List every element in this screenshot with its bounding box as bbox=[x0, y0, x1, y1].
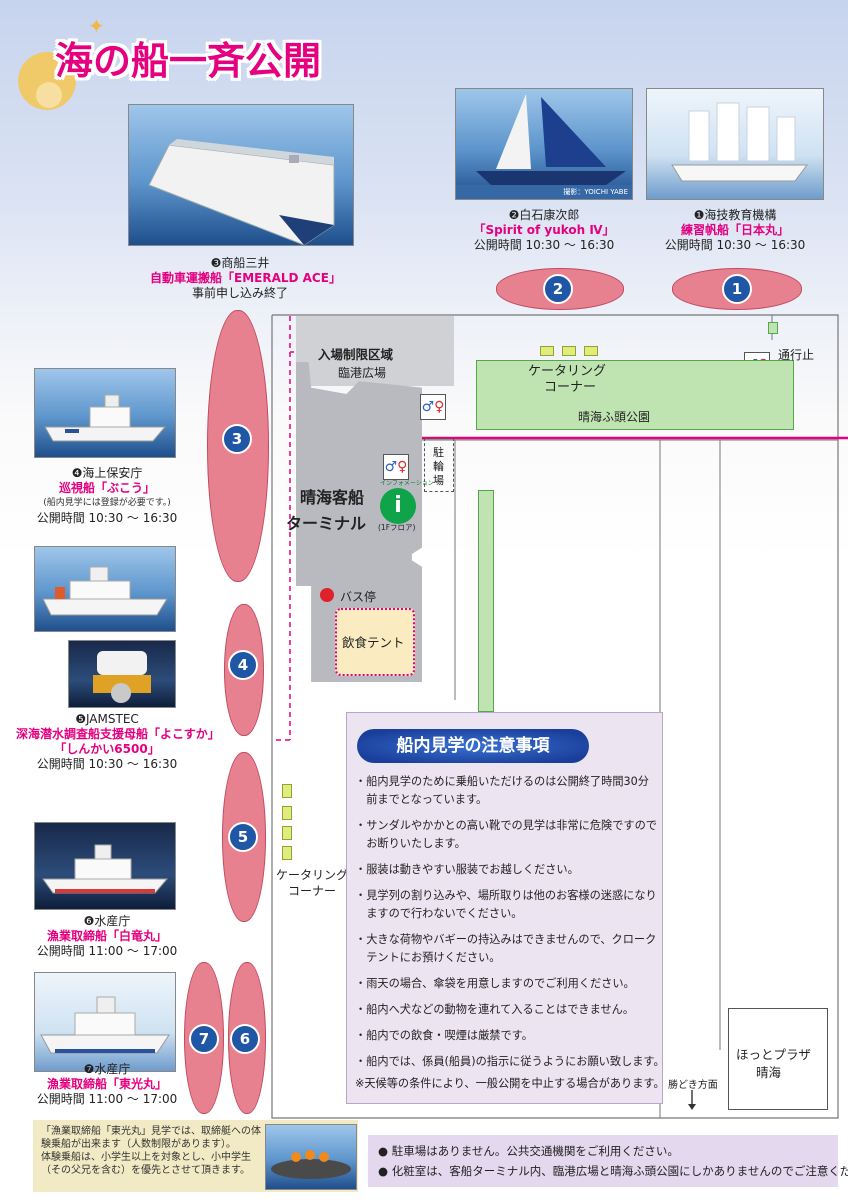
catering-side-label-1: ケータリング bbox=[276, 868, 349, 882]
notice-line: ・服装は動きやすい服装でお越しください。 bbox=[355, 863, 579, 876]
caption-ship-3: ❸商船三井 自動車運搬船「EMERALD ACE」 事前申し込み終了 bbox=[150, 256, 341, 300]
notice-line: ・大きな荷物やバギーの持込みはできませんので、クローク bbox=[355, 933, 657, 946]
photo-bukou bbox=[34, 368, 176, 458]
photo-rescue-boat bbox=[265, 1124, 357, 1190]
footer-notes: ● 駐車場はありません。公共交通機関をご利用ください。 ● 化粧室は、客船ターミ… bbox=[368, 1135, 848, 1187]
hot-plaza-label-2: 晴海 bbox=[756, 1065, 782, 1080]
info-floor-label: (1Fフロア) bbox=[378, 523, 416, 532]
notice-line: ・サンダルやかかとの高い靴での見学は非常に危険ですので bbox=[355, 819, 657, 832]
catering-stall-side-2 bbox=[282, 806, 292, 820]
notice-heading: 船内見学の注意事項 bbox=[357, 729, 589, 763]
notice-line: ・船内へ犬などの動物を連れて入ることはできません。 bbox=[355, 1003, 635, 1016]
catering-top-label-1: ケータリング bbox=[528, 364, 607, 379]
photo-spirit-of-yukoh: 撮影：YOICHI YABE bbox=[455, 88, 633, 200]
fisheries-ship-icon bbox=[42, 844, 169, 894]
notice-line: テントにお預けください。 bbox=[355, 951, 501, 964]
fisheries-patrol-ship-icon bbox=[40, 996, 170, 1054]
catering-stall-side-3 bbox=[282, 826, 292, 840]
photo-emerald-ace bbox=[128, 104, 354, 246]
title-deco-circle-small bbox=[36, 82, 62, 108]
patrol-ship-icon bbox=[44, 394, 167, 442]
plaza-label: 臨港広場 bbox=[338, 366, 387, 380]
kachidoki-label: 勝どき方面 bbox=[668, 1080, 718, 1091]
catering-stall-top-3 bbox=[584, 346, 598, 356]
submersible-icon bbox=[93, 651, 151, 703]
info-icon: i bbox=[380, 488, 416, 524]
bicycle-label-3: 場 bbox=[433, 474, 444, 487]
marker-ship-2: 2 bbox=[543, 274, 573, 304]
rubber-boat-icon bbox=[271, 1150, 351, 1179]
page-title: 海の船一斉公開 bbox=[55, 39, 322, 83]
catering-stall-top-1 bbox=[540, 346, 554, 356]
notice-line: ※天候等の条件により、一般公開を中止する場合があります。 bbox=[355, 1077, 665, 1090]
terminal-label-1: 晴海客船 bbox=[300, 488, 365, 507]
park-label: 晴海ふ頭公園 bbox=[578, 410, 651, 424]
catering-stall-side-4 bbox=[282, 846, 292, 860]
green-strip-vertical bbox=[478, 490, 494, 712]
tall-ship-icon bbox=[671, 102, 808, 182]
notice-line: ・船内での飲食・喫煙は厳禁です。 bbox=[355, 1029, 533, 1042]
caption-ship-2: ❷白石康次郎 「Spirit of yukoh Ⅳ」 公開時間 10:30 ～ … bbox=[473, 208, 615, 252]
research-ship-icon bbox=[42, 566, 168, 616]
photo-credit: 撮影：YOICHI YABE bbox=[563, 188, 628, 196]
notice-line: ・船内では、係員(船員)の指示に従うようにお願い致します。 bbox=[355, 1055, 665, 1068]
catering-side-label-2: コーナー bbox=[288, 884, 337, 898]
harumi-park bbox=[476, 360, 794, 430]
marker-ship-1: 1 bbox=[722, 274, 752, 304]
bus-stop-icon bbox=[320, 588, 334, 602]
info-sub-label: インフォメーション bbox=[380, 480, 434, 487]
bicycle-label-2: 輪 bbox=[433, 460, 444, 473]
notice-line: お断りいたします。 bbox=[355, 837, 466, 850]
footer-parking-note: ● 駐車場はありません。公共交通機関をご利用ください。 bbox=[378, 1144, 679, 1158]
sparkle-icon: ✦ bbox=[88, 14, 105, 38]
caption-ship-4: ❹海上保安庁 巡視船「ぶこう」 (船内見学には登録が必要です。) 公開時間 10… bbox=[36, 466, 178, 525]
catering-top-label-2: コーナー bbox=[544, 380, 597, 395]
green-strip-small bbox=[768, 322, 778, 334]
notice-line: ますので行わないでください。 bbox=[355, 907, 523, 920]
notice-line: 前までとなっています。 bbox=[355, 793, 488, 806]
caption-ship-1: ❶海技教育機構 練習帆船「日本丸」 公開時間 10:30 ～ 16:30 bbox=[664, 208, 806, 252]
restricted-area-label: 入場制限区域 bbox=[318, 347, 394, 362]
caption-ship-5: ❺JAMSTEC 深海潜水調査船支援母船「よこすか」 「しんかい6500」 公開… bbox=[16, 712, 220, 771]
photo-toko-maru bbox=[34, 972, 176, 1072]
caption-ship-7: ❼水産庁 漁業取締船「東光丸」 公開時間 11:00 ～ 17:00 bbox=[36, 1062, 178, 1106]
marker-ship-6: 6 bbox=[230, 1024, 260, 1054]
photo-hakuryu-maru bbox=[34, 822, 176, 910]
food-tent-label: 飲食テント bbox=[342, 635, 405, 650]
bicycle-parking bbox=[424, 438, 454, 492]
terminal-label-2: ターミナル bbox=[286, 514, 367, 533]
bus-stop-label: バス停 bbox=[340, 590, 377, 604]
restroom-icon-plaza: ♂♀ bbox=[420, 394, 446, 420]
notice-line: ・雨天の場合、傘袋を用意しますのでご利用ください。 bbox=[355, 977, 635, 990]
footer-restroom-note: ● 化粧室は、客船ターミナル内、臨港広場と晴海ふ頭公園にしかありませんのでご注意… bbox=[378, 1164, 848, 1178]
notice-line: ・船内見学のために乗船いただけるのは公開終了時間30分 bbox=[355, 775, 649, 788]
notice-line: ・見学列の割り込みや、場所取りは他のお客様の迷惑になり bbox=[355, 889, 657, 902]
marker-ship-5: 5 bbox=[228, 822, 258, 852]
notice-box: 船内見学の注意事項 ・船内見学のために乗船いただけるのは公開終了時間30分 前ま… bbox=[346, 712, 665, 1104]
car-carrier-ship-icon bbox=[148, 139, 335, 245]
racing-yacht-icon bbox=[456, 94, 632, 199]
marker-ship-4: 4 bbox=[228, 650, 258, 680]
kids-boat-note: 「漁業取締船「東光丸」見学では、取締艇への体 験乗船が出来ます（人数制限がありま… bbox=[33, 1120, 358, 1192]
food-tent-area bbox=[335, 608, 415, 676]
photo-nippon-maru bbox=[646, 88, 824, 200]
marker-ship-3: 3 bbox=[222, 424, 252, 454]
photo-shinkai-6500 bbox=[68, 640, 176, 708]
catering-stall-top-2 bbox=[562, 346, 576, 356]
catering-stall-side-1 bbox=[282, 784, 292, 798]
no-entry-label: 通行止 bbox=[778, 348, 815, 362]
restroom-icon-terminal: ♂♀ bbox=[383, 454, 409, 480]
bicycle-label-1: 駐 bbox=[433, 446, 444, 459]
terminal-top-block bbox=[296, 316, 454, 386]
caption-ship-6: ❻水産庁 漁業取締船「白竜丸」 公開時間 11:00 ～ 17:00 bbox=[36, 914, 178, 958]
marker-ship-7: 7 bbox=[189, 1024, 219, 1054]
photo-yokosuka bbox=[34, 546, 176, 632]
hot-plaza-label-1: ほっとプラザ bbox=[736, 1047, 812, 1062]
hot-plaza-harumi bbox=[728, 1008, 828, 1110]
